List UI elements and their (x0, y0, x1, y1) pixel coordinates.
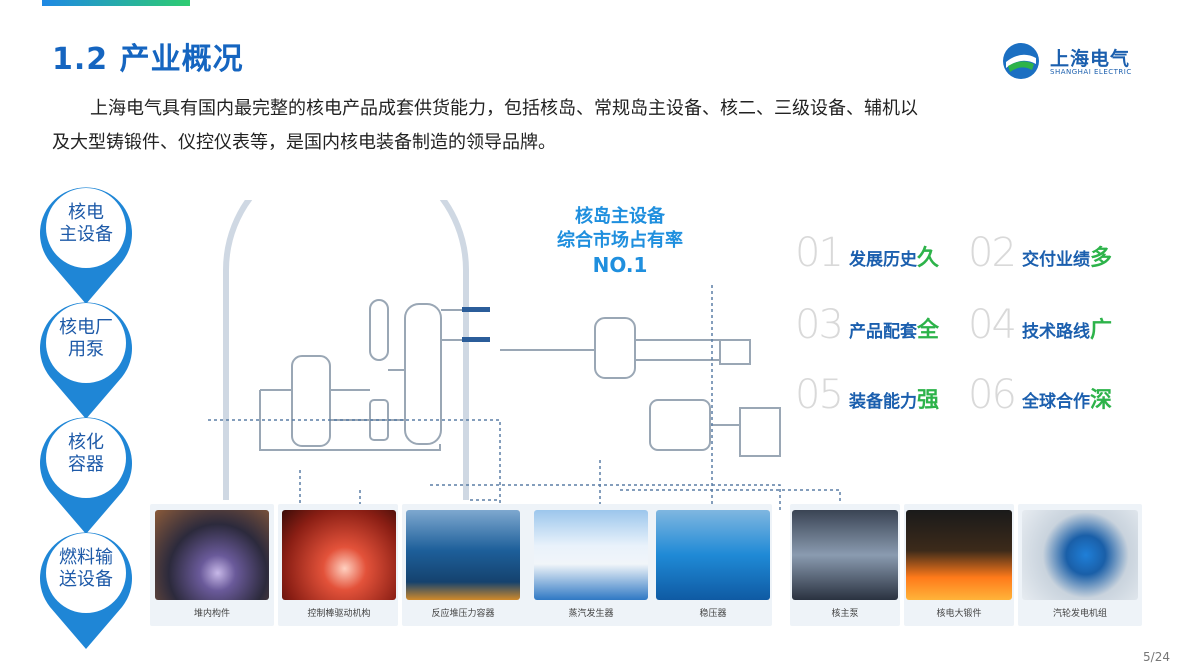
photo-caption: 堆内构件 (193, 609, 230, 619)
main-pump-image (792, 510, 898, 600)
intro-line-1: 上海电气具有国内最完整的核电产品成套供货能力，包括核岛、常规岛主设备、核二、三级… (90, 98, 918, 119)
advantage-number: 06 (968, 372, 1017, 418)
nuclear-plant-diagram (208, 200, 841, 510)
photo-caption: 蒸汽发生器 (568, 609, 614, 619)
photo-crdm[interactable]: 控制棒驱动机构 (282, 510, 396, 619)
map-pin-icon (40, 417, 132, 534)
turbine-generator-image (1022, 510, 1138, 600)
photo-main-pump[interactable]: 核主泵 (792, 510, 906, 619)
reactor-internals-image (155, 510, 269, 600)
company-logo: 上海电气 SHANGHAI ELECTRIC (1002, 40, 1152, 84)
market-share-line1: 核岛主设备 (575, 206, 665, 227)
photo-caption: 控制棒驱动机构 (307, 609, 371, 619)
advantage-number: 04 (968, 302, 1017, 348)
photo-caption: 稳压器 (699, 609, 727, 619)
pressurizer-image (656, 510, 770, 600)
advantage-number: 03 (795, 302, 844, 348)
advantage-number: 02 (968, 230, 1017, 276)
pin-nuclear-main-equipment[interactable]: 核电 主设备 (36, 178, 136, 308)
photo-steam-generator[interactable]: 蒸汽发生器 (534, 510, 648, 619)
photo-pressurizer[interactable]: 稳压器 (656, 510, 770, 619)
photo-caption: 核主泵 (831, 609, 859, 619)
shanghai-electric-logo-icon (1003, 43, 1039, 79)
steam-generator-image (534, 510, 648, 600)
advantage-text: 装备能力强 (849, 388, 940, 413)
map-pin-icon (40, 532, 132, 649)
map-pin-icon (40, 302, 132, 419)
pin-nuclear-pump[interactable]: 核电厂 用泵 (36, 293, 136, 423)
advantage-text: 交付业绩多 (1022, 246, 1113, 271)
market-share-rank: NO.1 (592, 253, 648, 277)
large-forging-image (906, 510, 1012, 600)
advantage-text: 发展历史久 (849, 246, 940, 271)
market-share-callout: 核岛主设备 综合市场占有率 NO.1 (520, 205, 720, 277)
pin-label: 核电 主设备 (59, 202, 113, 245)
market-share-line2: 综合市场占有率 (557, 230, 683, 251)
intro-paragraph: 上海电气具有国内最完整的核电产品成套供货能力，包括核岛、常规岛主设备、核二、三级… (52, 92, 1142, 160)
advantage-text: 技术路线广 (1022, 318, 1113, 343)
pin-fuel-handling[interactable]: 燃料输 送设备 (36, 523, 136, 653)
pin-nuclear-vessel[interactable]: 核化 容器 (36, 408, 136, 538)
photo-large-forging[interactable]: 核电大锻件 (906, 510, 1020, 619)
pin-label: 核化 容器 (68, 432, 104, 475)
equipment-photo-strip: 堆内构件 控制棒驱动机构 反应堆压力容器 蒸汽发生器 稳压器 核主泵 核电大锻件… (150, 504, 1142, 630)
logo-name-en: SHANGHAI ELECTRIC (1050, 68, 1132, 76)
logo-name-cn: 上海电气 (1050, 48, 1131, 70)
photo-pressure-vessel[interactable]: 反应堆压力容器 (406, 510, 520, 619)
pin-label: 燃料输 送设备 (59, 547, 113, 590)
map-pin-icon (40, 187, 132, 304)
photo-caption: 核电大锻件 (936, 609, 982, 619)
intro-line-2: 及大型铸锻件、仪控仪表等，是国内核电装备制造的领导品牌。 (52, 132, 556, 153)
photo-turbine-generator[interactable]: 汽轮发电机组 (1022, 510, 1138, 619)
photo-caption: 反应堆压力容器 (431, 609, 495, 619)
page-number: 5/24 (1143, 650, 1170, 664)
crdm-image (282, 510, 396, 600)
photo-reactor-internals[interactable]: 堆内构件 (155, 510, 269, 619)
advantage-number: 01 (795, 230, 844, 276)
advantage-text: 产品配套全 (849, 318, 940, 343)
photo-caption: 汽轮发电机组 (1052, 609, 1107, 619)
advantage-number: 05 (795, 372, 844, 418)
advantage-text: 全球合作深 (1022, 388, 1113, 413)
pin-label: 核电厂 用泵 (59, 317, 113, 360)
pressure-vessel-image (406, 510, 520, 600)
top-accent-bar (42, 0, 190, 6)
page-title: 1.2 产业概况 (52, 42, 244, 77)
